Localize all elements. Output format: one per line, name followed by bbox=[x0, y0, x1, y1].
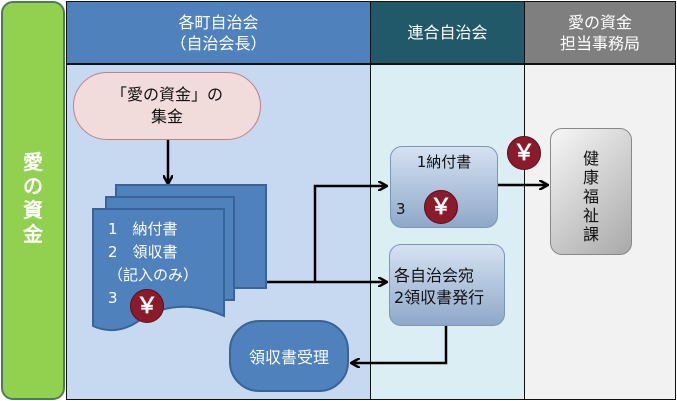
lane-union-body bbox=[370, 63, 525, 400]
receipt-issue-line1: 各自治会宛 bbox=[394, 266, 475, 285]
payment-slip-title: 1納付書 bbox=[416, 153, 472, 171]
receipt-issue-node: 各自治会宛 2領収書発行 bbox=[389, 244, 505, 326]
side-label-char: 愛 bbox=[23, 150, 43, 174]
welfare-char: 康 bbox=[582, 168, 599, 187]
lane-title-line1: 各町自治会 bbox=[178, 12, 259, 32]
receipt-accept-label: 領収書受理 bbox=[248, 348, 329, 367]
collection-line1: 「愛の資金」の bbox=[110, 85, 223, 104]
yen-transfer-icon: ￥ bbox=[507, 136, 541, 170]
welfare-char: 祉 bbox=[582, 206, 599, 225]
documents-item: （記入のみ） bbox=[108, 266, 199, 284]
payment-slip-item3: 3 bbox=[396, 200, 406, 218]
documents-item: 2 領収書 bbox=[108, 243, 178, 261]
receipt-issue-line2: 2領収書発行 bbox=[394, 288, 485, 307]
collection-node: 「愛の資金」の 集金 bbox=[73, 72, 261, 140]
welfare-dept-node: 健 康 福 祉 課 bbox=[550, 128, 632, 255]
documents-item: 1 納付書 bbox=[108, 220, 178, 238]
arrow-issue-to-receipt bbox=[352, 326, 448, 363]
lane-title-line1: 愛の資金 bbox=[567, 12, 632, 32]
side-label-char: の bbox=[23, 174, 43, 198]
lane-header-town: 各町自治会 （自治会長） bbox=[66, 1, 371, 64]
collection-line2: 集金 bbox=[150, 107, 183, 126]
documents-item: 3 bbox=[108, 289, 118, 307]
receipt-accept-node: 領収書受理 bbox=[229, 320, 349, 392]
yen-icon: ￥ bbox=[130, 289, 164, 323]
lane-title: 連合自治会 bbox=[407, 23, 488, 42]
side-label-char: 資 bbox=[23, 198, 43, 222]
lane-title-line2: （自治会長） bbox=[170, 33, 267, 53]
arrow-documents-to-payment bbox=[313, 186, 386, 282]
welfare-char: 課 bbox=[582, 225, 599, 244]
welfare-dept-label: 健 康 福 祉 課 bbox=[583, 149, 599, 254]
lane-title-line2: 担当事務局 bbox=[559, 33, 640, 53]
yen-icon: ￥ bbox=[424, 190, 458, 224]
documents-list: 1 納付書 2 領収書 （記入のみ） 3 bbox=[108, 218, 198, 310]
lane-header-union: 連合自治会 bbox=[370, 1, 525, 64]
side-label: 愛 の 資 金 bbox=[1, 150, 65, 246]
welfare-char: 健 bbox=[582, 149, 599, 168]
side-band bbox=[1, 1, 65, 400]
lane-header-office: 愛の資金 担当事務局 bbox=[524, 1, 676, 64]
side-label-char: 金 bbox=[23, 222, 43, 246]
welfare-char: 福 bbox=[582, 187, 599, 206]
